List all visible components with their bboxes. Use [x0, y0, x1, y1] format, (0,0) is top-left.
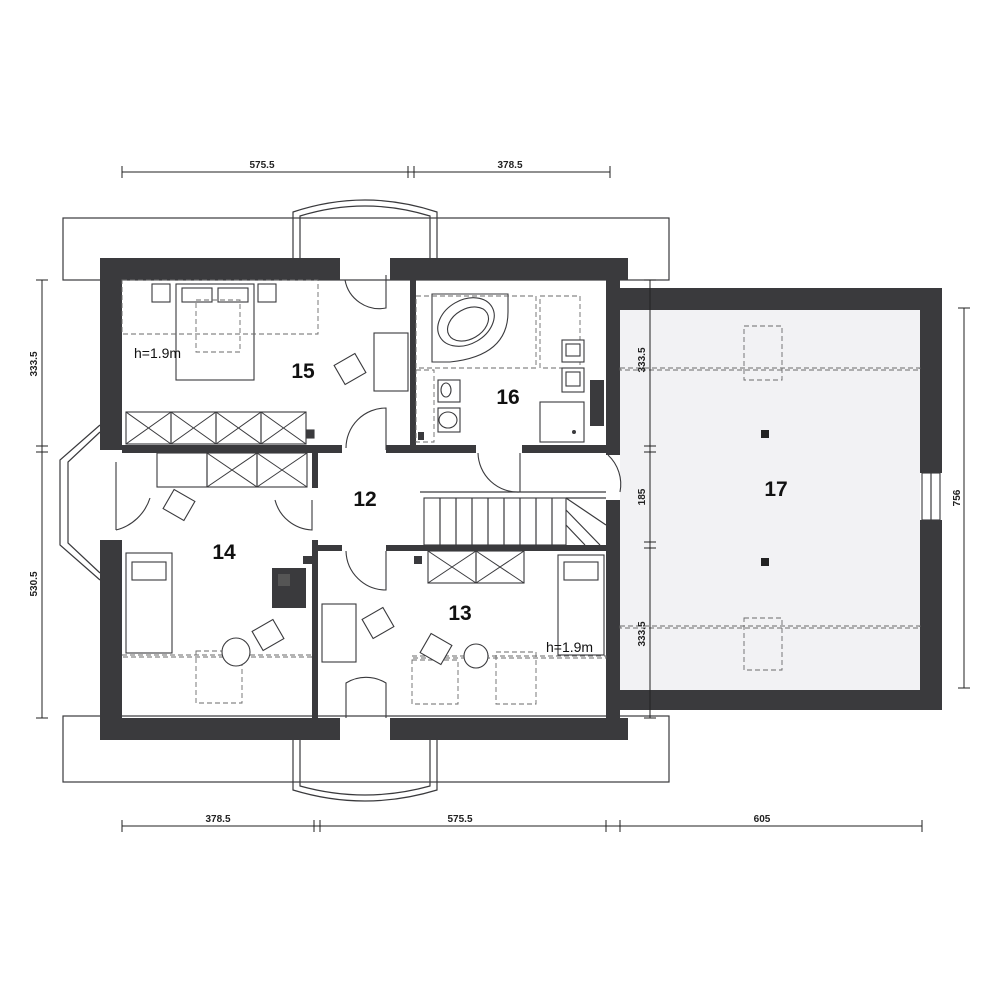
dim-left-1: 333.5 [29, 351, 40, 376]
room-17-garage [619, 325, 921, 671]
dim-top-2: 378.5 [497, 160, 522, 171]
height-notes: h=1.9m h=1.9m [134, 345, 593, 655]
dim-inner-3: 333.5 [637, 621, 648, 646]
height-note-room13: h=1.9m [546, 639, 593, 655]
room-label-12: 12 [353, 488, 376, 511]
room-labels: 15 16 12 14 13 17 [212, 360, 787, 625]
dim-bottom-3: 605 [754, 814, 771, 825]
room-label-17: 17 [764, 478, 787, 501]
height-note-room15: h=1.9m [134, 345, 181, 361]
room-14-furniture [121, 452, 313, 704]
dim-right-1: 756 [952, 489, 963, 506]
dim-top-1: 575.5 [249, 160, 274, 171]
dim-left-2: 530.5 [29, 571, 40, 596]
dimension-labels: 575.5 378.5 378.5 575.5 605 333.5 530.5 … [29, 160, 963, 825]
dim-inner-2: 185 [637, 488, 648, 505]
dim-bottom-1: 378.5 [205, 814, 230, 825]
room-16-bathroom [415, 293, 604, 443]
dimension-lines [36, 166, 970, 832]
room-label-13: 13 [448, 602, 471, 625]
exterior-walls [100, 258, 942, 740]
roof-overhangs [59, 199, 670, 802]
garage-floor [620, 310, 920, 690]
room-label-16: 16 [496, 386, 519, 409]
interior-walls [122, 280, 606, 718]
room-label-15: 15 [291, 360, 315, 383]
staircase [420, 491, 607, 546]
room-13-furniture [321, 550, 607, 705]
dim-bottom-2: 575.5 [447, 814, 472, 825]
room-label-14: 14 [212, 541, 236, 564]
dim-inner-1: 333.5 [637, 347, 648, 372]
wardrobe-15 [125, 411, 307, 445]
room-15-furniture [121, 279, 409, 445]
